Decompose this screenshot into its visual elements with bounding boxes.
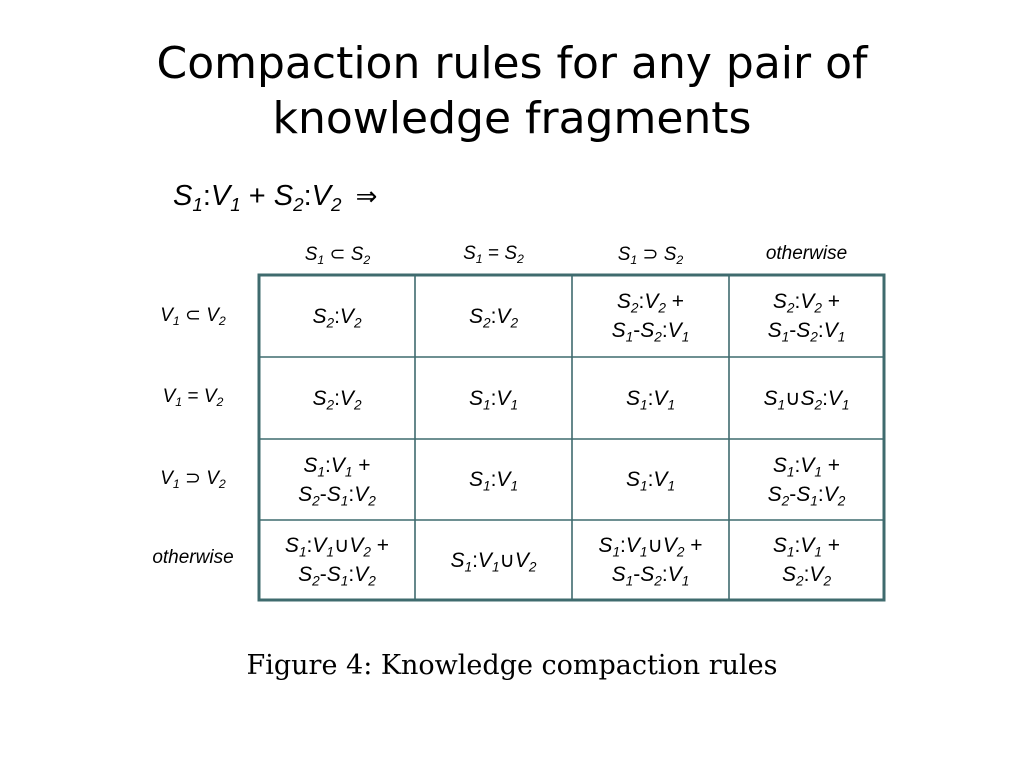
row-header: V1 ⊂ V2 (160, 305, 226, 328)
table-cell: S1:V1 (572, 357, 729, 439)
cell-line: S1:V1 (625, 468, 676, 494)
cell-line: S2:V2 (468, 304, 519, 330)
cell-line: S2:V2 (781, 563, 832, 589)
column-header: S1 = S2 (463, 243, 524, 266)
row-header: V1 = V2 (162, 386, 224, 409)
table-cell: S1:V1 (572, 439, 729, 520)
table-cell: S1:V1 + S2-S1:V2 (729, 439, 884, 520)
cell-line: S2-S1:V2 (298, 482, 376, 508)
title-line-1: Compaction rules for any pair of (156, 38, 868, 89)
table-cell: S1:V1 (415, 439, 572, 520)
cell-line: S1:V1∪V2 (450, 548, 537, 574)
column-header: S1 ⊃ S2 (617, 244, 684, 267)
row-header: otherwise (152, 547, 234, 568)
cell-line: S1:V1∪V2 + (598, 534, 703, 560)
cell-line: S2:V2 (312, 386, 362, 412)
title-line-2: knowledge fragments (272, 93, 752, 144)
cell-line: S1:V1∪V2 + (284, 534, 390, 560)
cell-line: S1∪S2:V1 (763, 386, 850, 412)
table-cell: S1:V1∪V2 + S2-S1:V2 (259, 520, 415, 600)
column-header: otherwise (765, 243, 848, 264)
table-cell: S1:V1 (415, 357, 572, 439)
table-cell: S1:V1∪V2 (415, 520, 572, 600)
cell-line: S1:V1 + (772, 453, 841, 479)
slide-title: Compaction rules for any pair of knowled… (0, 36, 1024, 146)
cell-line: S2-S1:V2 (767, 482, 846, 508)
cell-line: S1:V1 + (303, 453, 371, 479)
table-cell: S2:V2 + S1-S2:V1 (729, 275, 884, 357)
row-header: V1 ⊃ V2 (160, 468, 226, 491)
table-cell: S1:V1 + S2:V2 (729, 520, 884, 600)
cell-line: S1-S2:V1 (611, 563, 690, 589)
table-cell: S1:V1∪V2 + S1-S2:V1 (572, 520, 729, 600)
compaction-formula: S1:V1 + S2:V2 ⇒ (173, 180, 378, 216)
cell-line: S2:V2 + (616, 290, 685, 316)
cell-line: S2-S1:V2 (298, 563, 376, 589)
cell-line: S1:V1 (468, 468, 519, 494)
figure-caption: Figure 4: Knowledge compaction rules (246, 650, 778, 681)
implies-arrow: ⇒ (355, 181, 378, 211)
table-cell: S2:V2 (259, 357, 415, 439)
column-header: S1 ⊂ S2 (304, 244, 371, 267)
cell-line: S2:V2 + (772, 290, 841, 316)
cell-line: S1:V1 (625, 386, 676, 412)
cell-line: S2:V2 (312, 304, 362, 330)
formula-lhs: S1:V1 + S2:V2 (173, 180, 342, 216)
table-cell: S2:V2 (415, 275, 572, 357)
cell-line: S1-S2:V1 (767, 319, 846, 345)
cell-line: S1:V1 (468, 386, 519, 412)
cell-line: S1-S2:V1 (611, 319, 690, 345)
table-cell: S1:V1 + S2-S1:V2 (259, 439, 415, 520)
table-cell: S2:V2 (259, 275, 415, 357)
table-cell: S1∪S2:V1 (729, 357, 884, 439)
cell-line: S1:V1 + (772, 534, 841, 560)
table-cell: S2:V2 + S1-S2:V1 (572, 275, 729, 357)
